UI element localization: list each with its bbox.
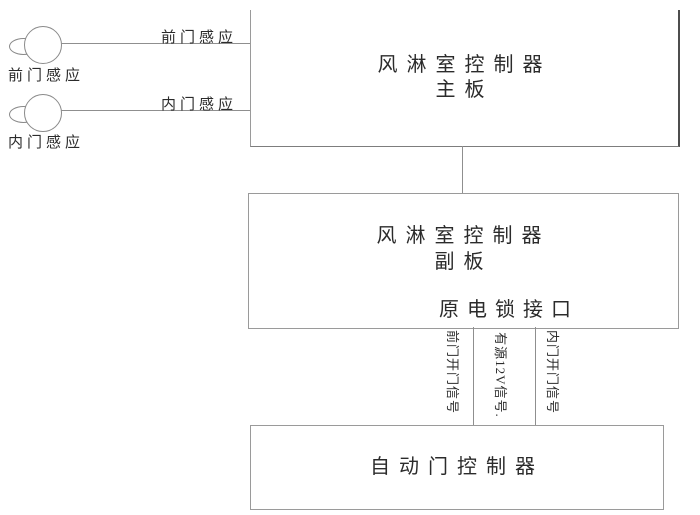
sub-board-box: 风淋室控制器 副板 原电锁接口 — [248, 193, 679, 329]
inner-door-sensor-caption: 内门感应 — [8, 135, 85, 151]
lock-port-label: 原电锁接口 — [439, 299, 579, 321]
inner-door-wire-label: 内门感应 — [160, 97, 237, 113]
signal-wire-right — [535, 327, 536, 425]
signal-wire-left — [473, 327, 474, 425]
main-board-box: 风淋室控制器 主板 — [250, 10, 680, 147]
inner-door-sensor-wire — [61, 110, 250, 111]
sub-board-title-line1: 风淋室控制器 — [376, 225, 551, 247]
inner-door-open-signal-label: 内门开门信号 — [545, 329, 560, 414]
front-door-wire-label: 前门感应 — [160, 30, 237, 46]
main-to-sub-connector — [462, 146, 463, 193]
front-door-sensor-wire — [61, 43, 250, 44]
powered-12v-signal-label: 有源12V信号. — [493, 332, 508, 418]
front-door-open-signal-label: 前门开门信号 — [445, 329, 460, 414]
door-controller-title: 自动门控制器 — [370, 456, 544, 478]
door-controller-box: 自动门控制器 — [250, 425, 664, 510]
front-door-sensor-icon — [24, 26, 62, 64]
front-door-sensor-caption: 前门感应 — [8, 68, 85, 84]
main-board-title-line1: 风淋室控制器 — [377, 54, 552, 76]
inner-door-sensor-icon — [24, 94, 62, 132]
main-board-title-line2: 主板 — [435, 79, 494, 101]
sub-board-title-line2: 副板 — [434, 251, 493, 273]
